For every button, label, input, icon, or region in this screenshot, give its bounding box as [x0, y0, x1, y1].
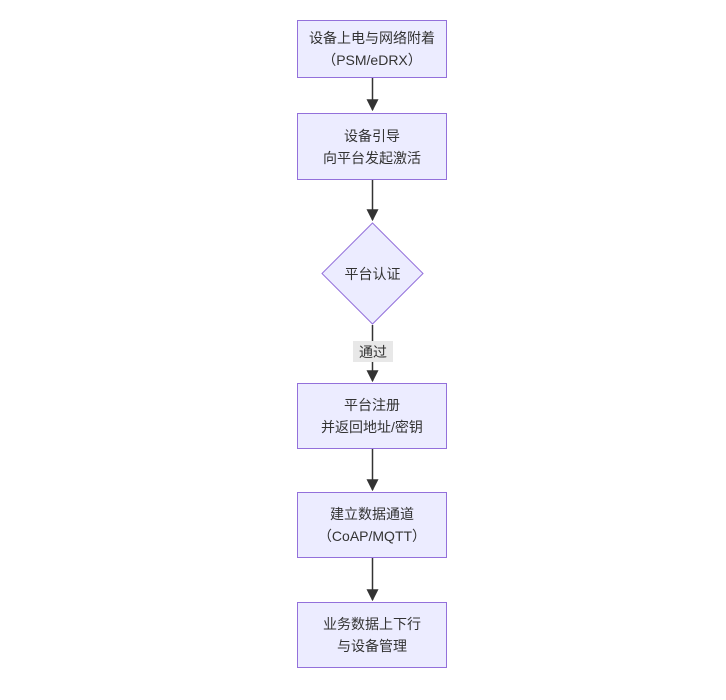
node-platform-register-line2: 并返回地址/密钥 — [321, 419, 423, 435]
node-platform-register: 平台注册 并返回地址/密钥 — [297, 383, 447, 449]
node-data-channel-line2: （CoAP/MQTT） — [317, 528, 427, 544]
node-business-data-line1: 业务数据上下行 — [323, 616, 421, 632]
diamond-shape — [321, 222, 424, 325]
node-business-data-line2: 与设备管理 — [337, 638, 407, 654]
node-data-channel: 建立数据通道 （CoAP/MQTT） — [297, 492, 447, 558]
node-power-attach: 设备上电与网络附着 （PSM/eDRX） — [297, 20, 447, 78]
node-platform-auth: 平台认证 — [321, 222, 424, 325]
node-bootstrap: 设备引导 向平台发起激活 — [297, 113, 447, 180]
node-business-data: 业务数据上下行 与设备管理 — [297, 602, 447, 668]
node-power-attach-line2: （PSM/eDRX） — [322, 52, 422, 68]
node-data-channel-line1: 建立数据通道 — [330, 506, 414, 522]
node-power-attach-line1: 设备上电与网络附着 — [309, 30, 435, 46]
node-platform-auth-label: 平台认证 — [344, 265, 401, 282]
node-platform-register-line1: 平台注册 — [344, 397, 400, 413]
node-bootstrap-line2: 向平台发起激活 — [323, 149, 421, 166]
edge-label-pass: 通过 — [353, 341, 393, 362]
node-bootstrap-line1: 设备引导 — [344, 127, 400, 144]
